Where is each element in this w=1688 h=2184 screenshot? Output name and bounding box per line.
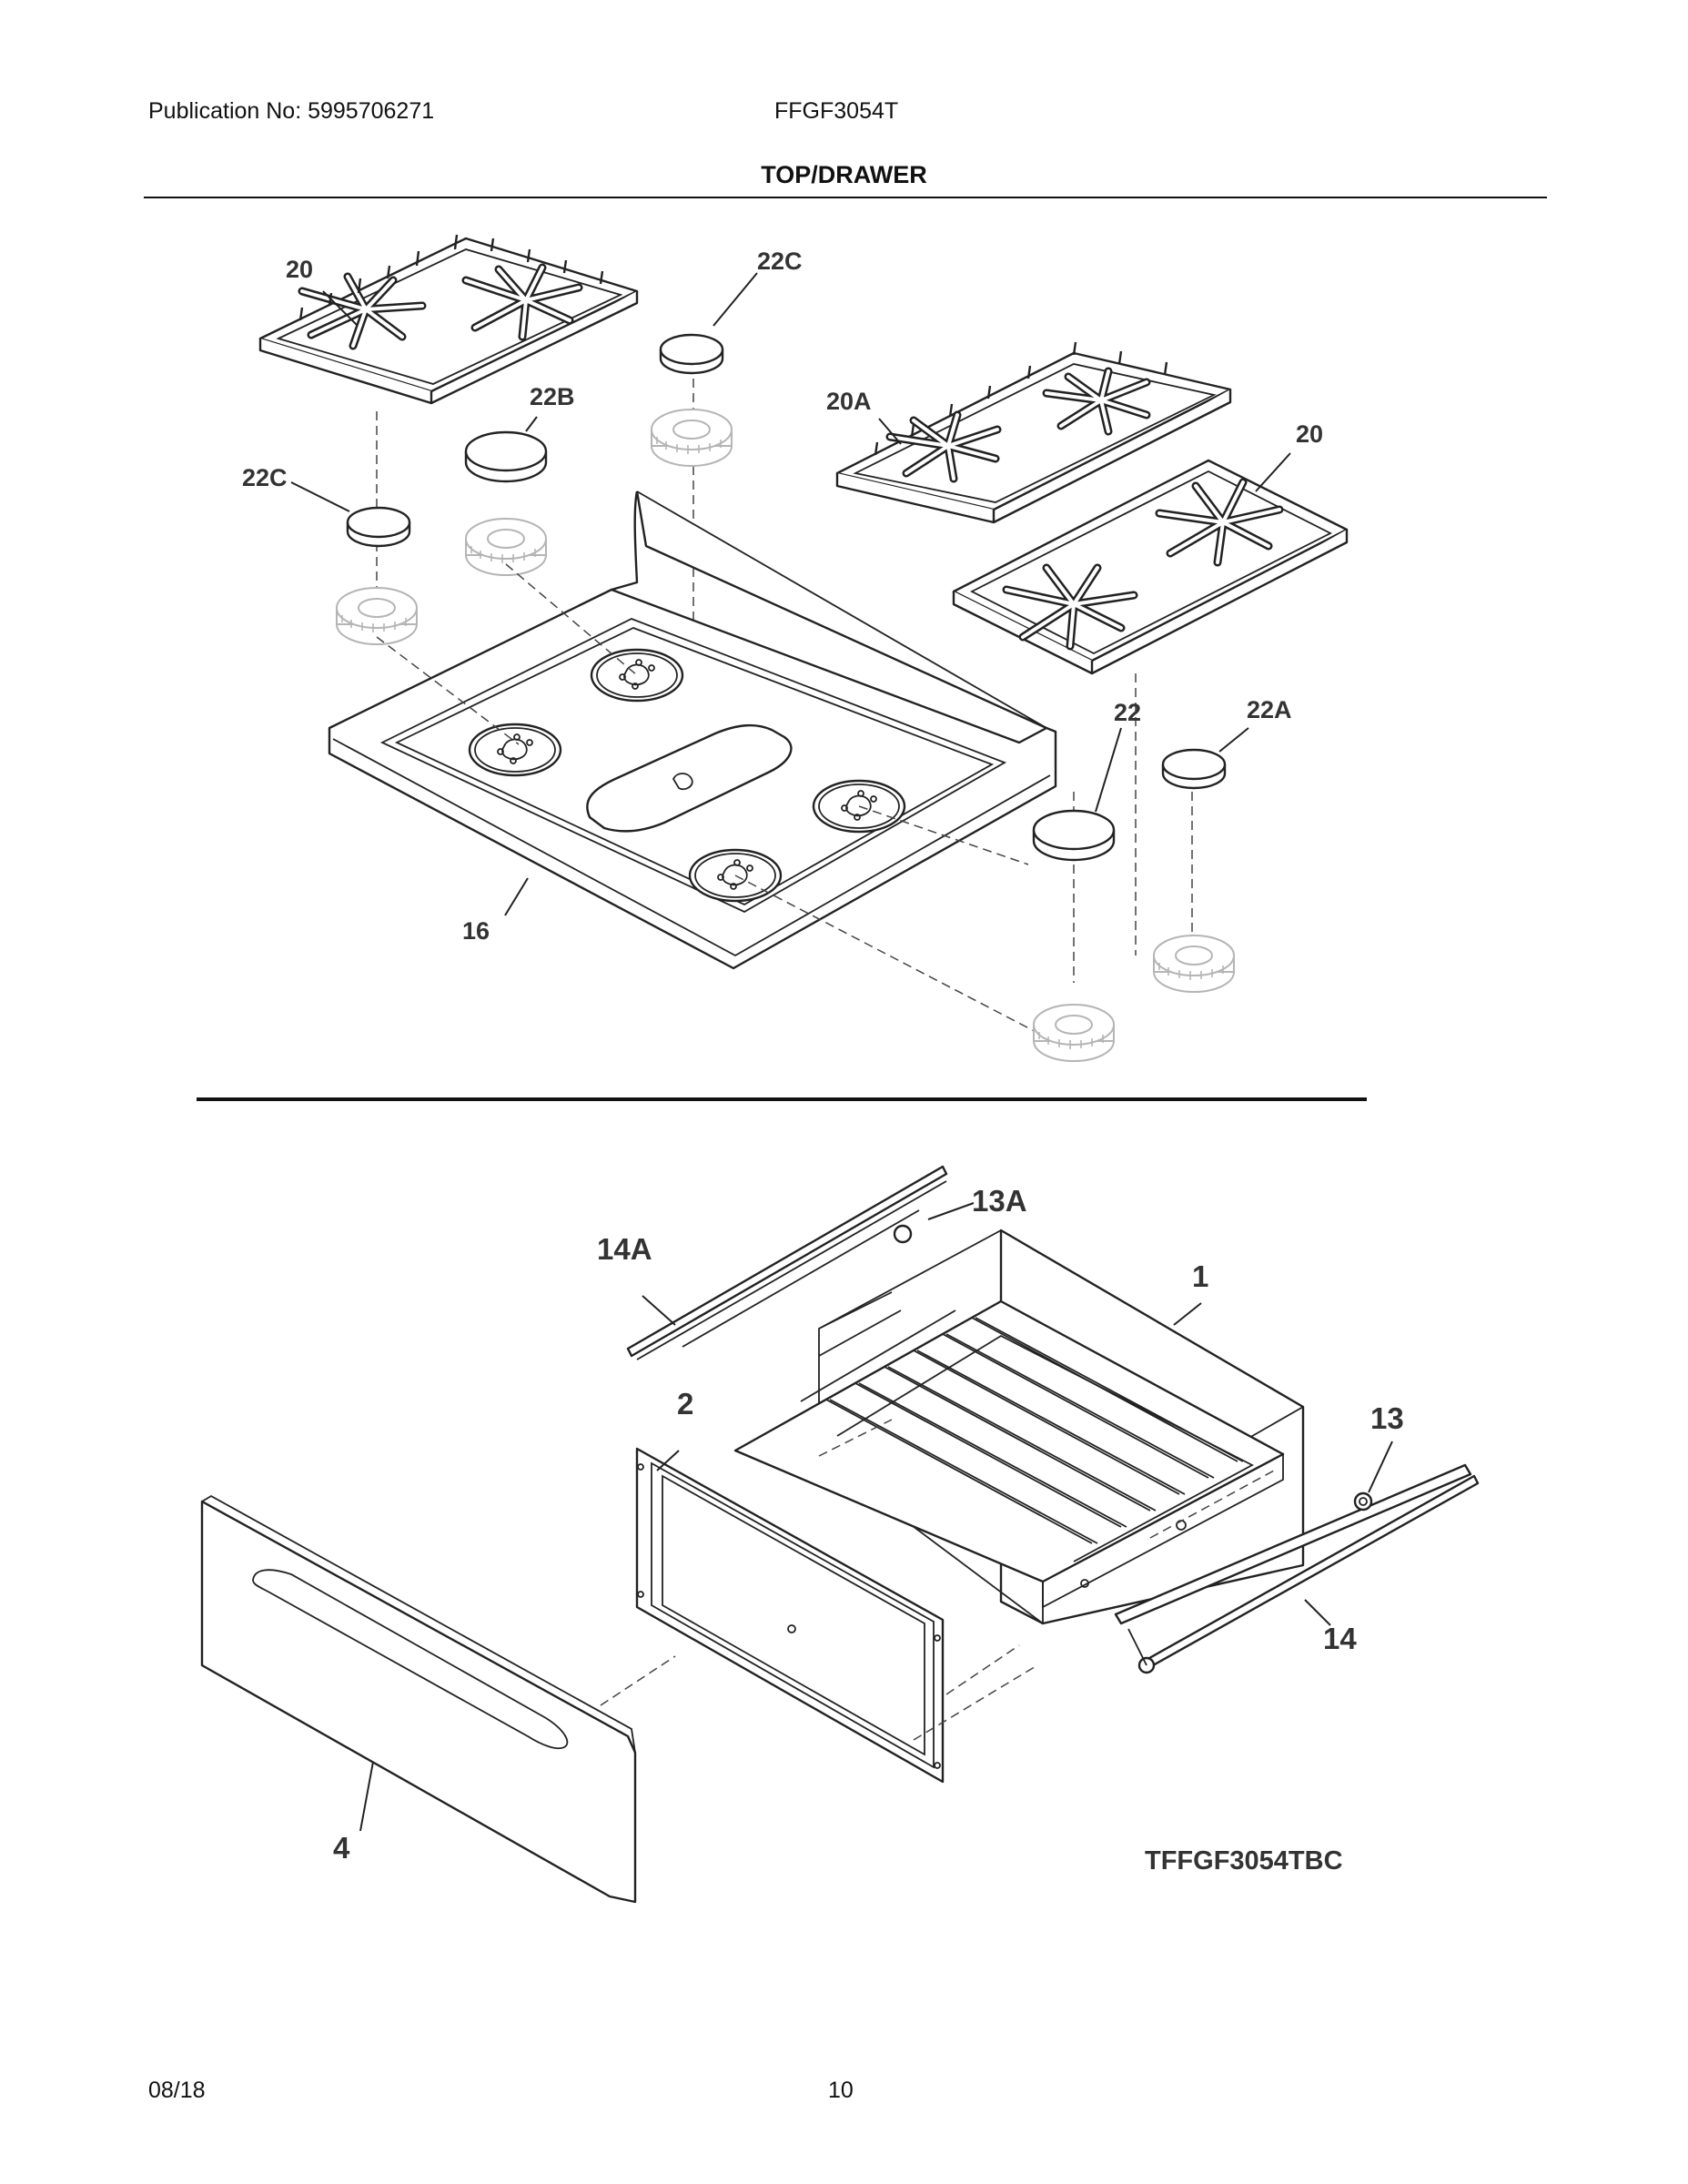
drawer-section: 13A 14A 1 2 13 14 4 TFFGF3054TBC [200, 1165, 1480, 1904]
burner-cap-22 [1032, 809, 1116, 862]
callout-22A: 22A [1247, 696, 1292, 723]
diagram-code: TFFGF3054TBC [1145, 1846, 1343, 1876]
callout-2: 2 [677, 1387, 693, 1421]
callout-22C-left: 22C [242, 464, 288, 491]
callout-14A: 14A [597, 1232, 652, 1266]
callout-13A: 13A [972, 1184, 1027, 1218]
publication-date: 08/18 [148, 2078, 206, 2103]
callout-1: 1 [1192, 1259, 1208, 1293]
burner-cap-22C-top [659, 333, 724, 375]
grate-20A [835, 341, 1232, 524]
callout-22B: 22B [530, 383, 575, 410]
grate-20-left [258, 234, 639, 405]
callout-4: 4 [333, 1831, 350, 1865]
drawer-front-2 [635, 1447, 945, 1784]
drawer-body-1 [733, 1228, 1305, 1625]
callout-14: 14 [1323, 1622, 1357, 1655]
drawer-rail-14A [626, 1165, 948, 1360]
callout-22: 22 [1114, 699, 1141, 726]
callout-16: 16 [462, 917, 490, 945]
publication-number: Publication No: 5995706271 [148, 98, 435, 124]
burner-cap-22C-left [346, 506, 411, 548]
section-title: TOP/DRAWER [761, 161, 927, 188]
drawer-roller-13 [1353, 1491, 1373, 1512]
callout-20-right: 20 [1296, 420, 1323, 448]
model-number: FFGF3054T [774, 98, 899, 124]
grate-20-right [952, 459, 1349, 675]
callout-22C-top: 22C [757, 248, 803, 275]
cooktop-16 [328, 490, 1057, 970]
drawer-rail-14 [1114, 1463, 1480, 1674]
page-number: 10 [828, 2078, 854, 2103]
drawer-panel-4 [200, 1494, 637, 1904]
cooktop-top-section: 20 22C 22B 22C 20A 20 22 22A 16 [242, 234, 1349, 1062]
burner-cap-22B [464, 430, 548, 483]
callout-20A: 20A [826, 388, 872, 415]
callout-20-left: 20 [286, 256, 313, 283]
burner-cap-22A [1161, 748, 1227, 790]
callout-13: 13 [1370, 1401, 1404, 1435]
